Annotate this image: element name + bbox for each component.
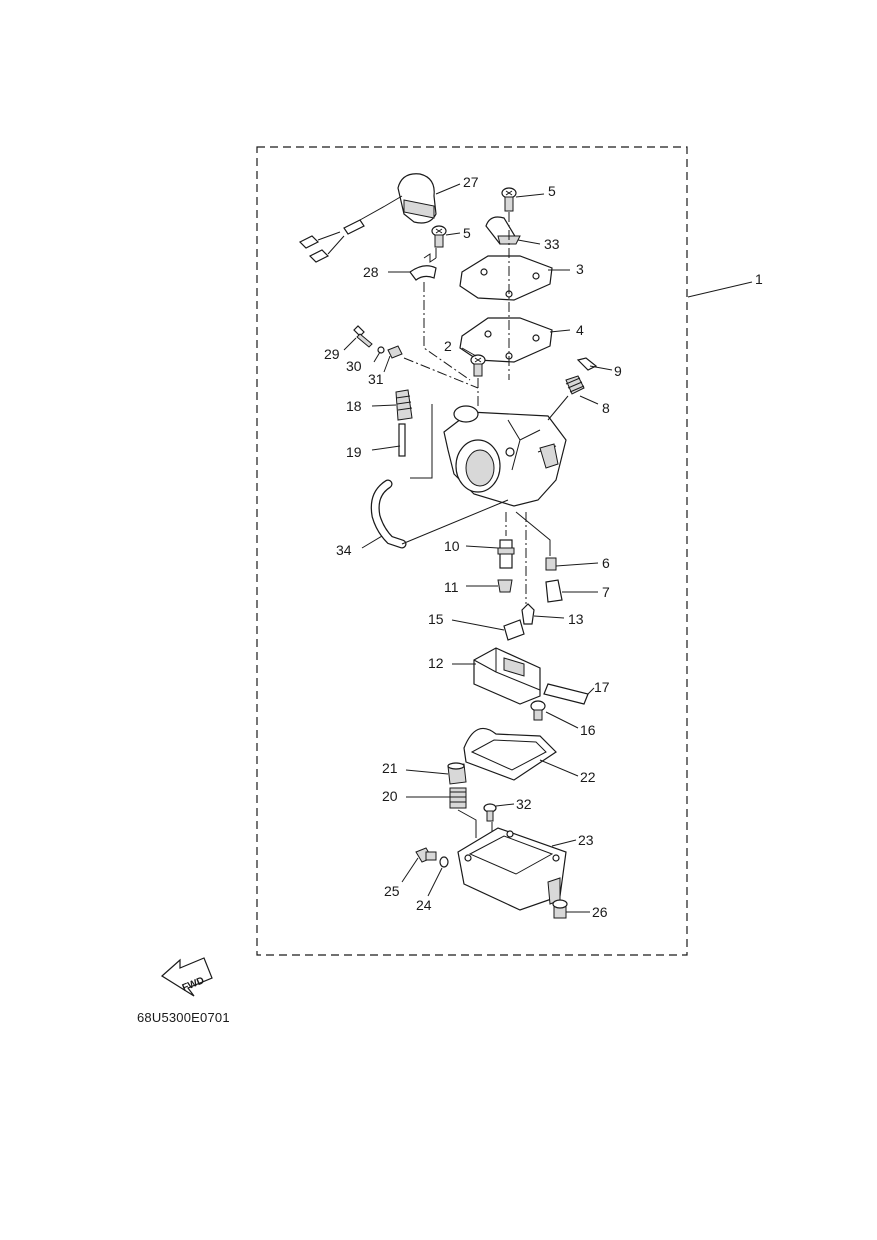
callout-28: 28 — [363, 264, 379, 280]
part-4-gasket — [459, 317, 553, 363]
callout-18: 18 — [346, 398, 362, 414]
part-33-clamp — [485, 216, 521, 245]
part-20-spring — [449, 787, 467, 809]
callout-20: 20 — [382, 788, 398, 804]
callout-6: 6 — [602, 555, 610, 571]
callout-24: 24 — [416, 897, 432, 913]
part-27-choke-knob — [298, 173, 437, 263]
part-5-screw-left — [431, 225, 447, 248]
part-32-drain-screw — [483, 803, 497, 822]
part-3-cover-plate — [459, 255, 553, 301]
alignment-lines — [403, 212, 527, 834]
part-15-clip — [503, 619, 525, 641]
callout-33: 33 — [544, 236, 560, 252]
callout-12: 12 — [428, 655, 444, 671]
callout-21: 21 — [382, 760, 398, 776]
parts-8-9-throttle-screw-spring — [565, 357, 598, 395]
callout-25: 25 — [384, 883, 400, 899]
part-12-float — [473, 647, 541, 705]
fwd-arrow-icon: FWD — [161, 957, 213, 997]
callout-3: 3 — [576, 261, 584, 277]
callout-5: 5 — [463, 225, 471, 241]
part-2-screw — [470, 354, 486, 377]
callout-23: 23 — [578, 832, 594, 848]
callout-1: 1 — [755, 271, 763, 287]
part-19-pin — [398, 423, 406, 457]
parts-29-31-pilot-screw-set — [353, 325, 403, 359]
part-18-plunger — [395, 389, 413, 421]
part-13-needle-valve — [521, 603, 535, 625]
part-34-hose — [370, 479, 407, 549]
part-26-screw — [552, 899, 568, 919]
callout-30: 30 — [346, 358, 362, 374]
assembly-boundary — [256, 146, 688, 956]
callout-8: 8 — [602, 400, 610, 416]
callout-7: 7 — [602, 584, 610, 600]
part-24-washer — [439, 856, 449, 868]
callout-10: 10 — [444, 538, 460, 554]
part-16-screw — [530, 700, 546, 721]
callout-4: 4 — [576, 322, 584, 338]
callout-13: 13 — [568, 611, 584, 627]
part-23-float-chamber — [457, 827, 567, 911]
callout-32: 32 — [516, 796, 532, 812]
part-7-plug — [545, 579, 563, 603]
callout-26: 26 — [592, 904, 608, 920]
part-25-bolt — [415, 847, 437, 863]
callout-16: 16 — [580, 722, 596, 738]
callout-31: 31 — [368, 371, 384, 387]
callout-15: 15 — [428, 611, 444, 627]
part-28-clip — [409, 253, 437, 281]
part-22-float-chamber-gasket — [463, 727, 557, 781]
callout-17: 17 — [594, 679, 610, 695]
part-10-main-nozzle — [497, 539, 515, 569]
routing-lines — [401, 395, 569, 838]
callout-29: 29 — [324, 346, 340, 362]
callout-27: 27 — [463, 174, 479, 190]
callout-19: 19 — [346, 444, 362, 460]
callout-34: 34 — [336, 542, 352, 558]
part-17-float-pin — [543, 683, 589, 705]
callout-9: 9 — [614, 363, 622, 379]
callout-labels: 1 27 5 5 33 28 3 4 29 30 31 2 9 8 18 19 … — [324, 174, 763, 920]
callout-22: 22 — [580, 769, 596, 785]
part-21-cap — [447, 762, 467, 785]
leader-lines — [343, 183, 753, 913]
drawing-code: 68U5300E0701 — [137, 1010, 230, 1025]
callout-11: 11 — [444, 579, 459, 595]
callout-2: 2 — [444, 338, 452, 354]
carburetor-body — [443, 405, 567, 507]
part-6-pilot-jet — [545, 557, 557, 571]
part-5-screw-top — [501, 187, 517, 212]
callout-5: 5 — [548, 183, 556, 199]
part-11-main-jet — [497, 579, 513, 593]
